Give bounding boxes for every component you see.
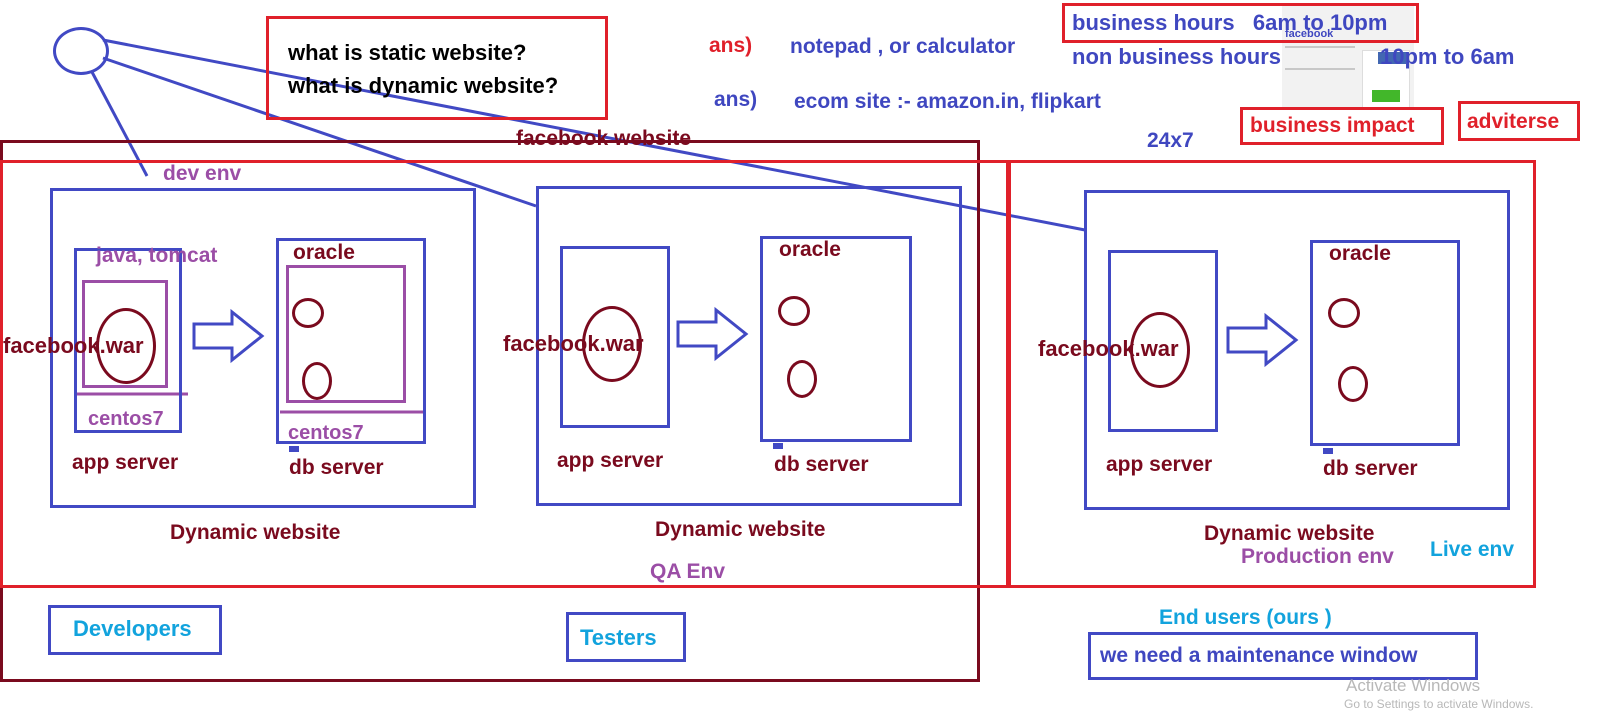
dev-war-ellipse xyxy=(96,308,156,384)
dev-caption: Dynamic website xyxy=(170,521,341,544)
arrow-prod xyxy=(1226,312,1299,368)
dev-db-marker xyxy=(289,446,299,452)
prod-dynamic-website xyxy=(1084,190,1510,510)
thumbnail-green-button xyxy=(1372,90,1400,102)
watermark-title: Activate Windows xyxy=(1346,676,1481,695)
dev-env-label: dev env xyxy=(163,162,242,185)
answer-text-2: ecom site :- amazon.in, flipkart xyxy=(794,90,1101,113)
prod-db-ellipse-2 xyxy=(1338,366,1368,402)
prod-app-server xyxy=(1108,250,1218,432)
qa-war-label: facebook.war xyxy=(503,331,644,356)
prod-caption: Dynamic website xyxy=(1204,522,1375,545)
qa-env-label: QA Env xyxy=(650,560,726,583)
non-business-hours-label: non business hours xyxy=(1072,44,1282,69)
non-business-hours-time: 10pm to 6am xyxy=(1380,44,1515,69)
question-static: what is static website? xyxy=(288,40,527,65)
business-hours-box xyxy=(1062,3,1419,43)
answer-prefix-1: ans) xyxy=(709,34,753,57)
developers-label: Developers xyxy=(73,616,192,641)
dev-db-os: centos7 xyxy=(288,422,364,444)
dev-app-container xyxy=(82,280,168,388)
end-users-label: End users (ours ) xyxy=(1159,606,1332,629)
prod-band xyxy=(1008,160,1536,588)
prod-db-marker xyxy=(1323,448,1333,454)
business-hours: business hours 6am to 10pm xyxy=(1072,10,1388,35)
connector-line-dev xyxy=(90,71,149,177)
watermark-subtitle: Go to Settings to activate Windows. xyxy=(1344,697,1534,711)
qa-app-server-label: app server xyxy=(557,449,664,472)
dev-db-container xyxy=(286,265,406,403)
connector-line-qa xyxy=(102,56,537,208)
thumbnail-login-button xyxy=(1378,52,1406,64)
dev-app-server xyxy=(74,248,182,433)
qa-war-ellipse xyxy=(582,306,642,382)
prod-db-ellipse-1 xyxy=(1328,298,1360,328)
prod-env-label: Production env xyxy=(1241,545,1394,568)
maintenance-box xyxy=(1088,632,1478,680)
qa-caption: Dynamic website xyxy=(655,518,826,541)
business-impact-box xyxy=(1240,107,1444,145)
dev-db-server xyxy=(276,238,426,444)
availability-label: 24x7 xyxy=(1147,129,1194,152)
qa-db-server xyxy=(760,236,912,442)
prod-war-ellipse xyxy=(1130,312,1190,388)
dev-tech-label: java, tomcat xyxy=(96,244,218,267)
arrow-qa xyxy=(676,306,749,362)
qa-dynamic-website xyxy=(536,186,962,506)
testers-label: Testers xyxy=(580,625,657,650)
dev-war-label: facebook.war xyxy=(3,333,144,358)
adviterse-box xyxy=(1458,101,1580,141)
adviterse: adviterse xyxy=(1467,110,1560,133)
qa-db-label: oracle xyxy=(779,238,841,261)
dev-db-ellipse-2 xyxy=(302,362,332,400)
testers-box xyxy=(566,612,686,662)
business-impact: business impact xyxy=(1250,114,1415,137)
dev-qa-band xyxy=(0,160,1009,588)
dev-app-server-label: app server xyxy=(72,451,179,474)
qa-db-ellipse-2 xyxy=(787,360,817,398)
question-dynamic: what is dynamic website? xyxy=(288,73,559,98)
maintenance-label: we need a maintenance window xyxy=(1100,644,1418,667)
answer-prefix-2: ans) xyxy=(714,88,758,111)
concept-circle xyxy=(53,27,109,75)
qa-app-server xyxy=(560,246,670,428)
qa-db-ellipse-1 xyxy=(778,296,810,326)
thumbnail-text-lines xyxy=(1285,46,1355,70)
dev-db-server-label: db server xyxy=(289,456,384,479)
qa-db-server-label: db server xyxy=(774,453,869,476)
dev-db-ellipse-1 xyxy=(292,298,324,328)
arrow-dev xyxy=(192,308,265,364)
dev-app-os: centos7 xyxy=(88,408,164,430)
dev-dynamic-website xyxy=(50,188,476,508)
answer-text-1: notepad , or calculator xyxy=(790,35,1016,58)
prod-db-server-label: db server xyxy=(1323,457,1418,480)
prod-db-label: oracle xyxy=(1329,242,1391,265)
thumbnail-logo: facebook xyxy=(1285,28,1334,40)
live-env-label: Live env xyxy=(1430,538,1515,561)
qa-db-marker xyxy=(773,443,783,449)
facebook-website-label: facebook website xyxy=(516,127,692,150)
developers-box xyxy=(48,605,222,655)
question-box xyxy=(266,16,608,120)
facebook-thumbnail: facebook xyxy=(1282,6,1414,110)
dev-db-label: oracle xyxy=(293,241,355,264)
prod-app-server-label: app server xyxy=(1106,453,1213,476)
prod-war-label: facebook.war xyxy=(1038,336,1179,361)
prod-db-server xyxy=(1310,240,1460,446)
